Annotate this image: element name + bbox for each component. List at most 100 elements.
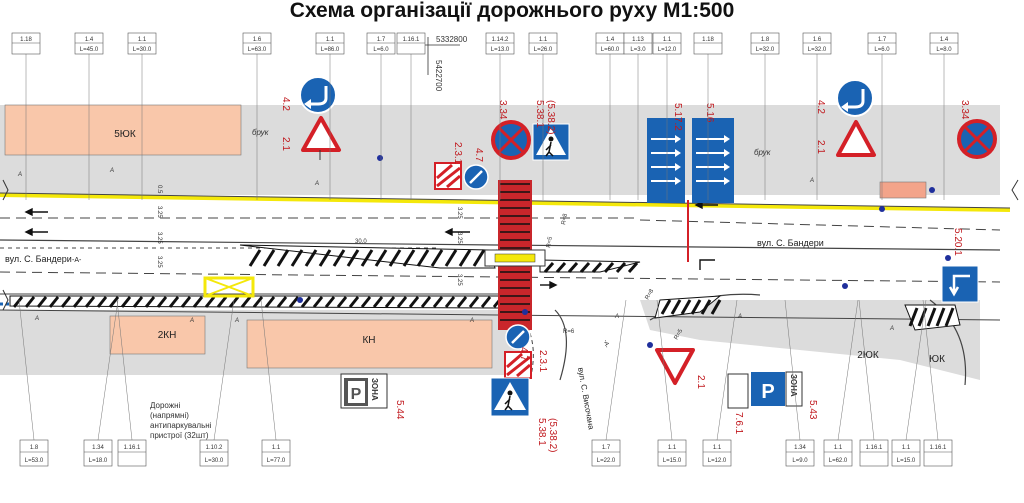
bottom-label-box: 1.1L=15.0 (657, 439, 687, 467)
top-label-code: 1.1 (138, 37, 147, 43)
radius-r5: R=5 (546, 236, 554, 249)
sign-5-17-2-lanes (647, 118, 685, 203)
bottom-label-box: 1.16.1 (923, 439, 953, 467)
top-label-code: 1.4 (606, 37, 615, 43)
bottom-label-length: L=15.0 (663, 458, 682, 464)
bottom-label-length: L=77.0 (267, 458, 286, 464)
bottom-label-code: 1.1 (668, 445, 677, 451)
bottom-label-length: L=62.0 (829, 458, 848, 464)
parking-p-right: P (761, 381, 774, 403)
top-label-code: 1.6 (253, 37, 262, 43)
top-label-code: 1.4 (940, 37, 949, 43)
bottom-label-code: 1.1 (834, 445, 843, 451)
top-label-length: L=32.0 (756, 47, 775, 53)
bottom-label-code: 1.34 (794, 445, 806, 451)
top-label-code: 1.7 (878, 37, 887, 43)
street-vysochana-suffix: -А- (602, 339, 609, 348)
bottom-label-box: 1.16.1 (117, 439, 147, 467)
svg-text:Дорожні: Дорожні (150, 401, 181, 410)
label-3-34-a: 3.34 (497, 100, 508, 120)
top-label-box: 1.13L=3.0 (623, 32, 653, 55)
bottom-label-code: 1.34 (92, 445, 104, 451)
label-5-16: 5.16 (704, 103, 715, 123)
bottom-label-box: 1.7L=22.0 (591, 439, 621, 467)
top-label-box: 1.6L=63.0 (242, 32, 272, 55)
label-5-38-2-a: (5.38.2) (545, 100, 556, 134)
bottom-label-code: 1.10.2 (206, 445, 223, 451)
dim-3-25-c: 3.25 (156, 256, 162, 268)
pedestrian-crossing (484, 180, 546, 330)
street-vysochana: вул. С. Височана (576, 367, 596, 431)
label-5-44: 5.44 (394, 400, 405, 420)
top-label-length: L=30.0 (133, 47, 152, 53)
bottom-label-box: 1.8L=53.0 (19, 439, 49, 467)
sign-zone-parking-right (727, 371, 803, 409)
sign-4-2-keep-left (299, 76, 337, 114)
top-label-code: 1.1 (326, 37, 335, 43)
leader-lines (18, 54, 945, 441)
street-bandery-left-suffix: -А- (72, 257, 82, 264)
sign-5-20-1 (941, 265, 979, 303)
lane-arrows (24, 200, 718, 290)
dim-3-25-e: 3.25 (456, 232, 462, 244)
bottom-label-box: 1.1L=77.0 (261, 439, 291, 467)
zone-a-letter: А (17, 172, 22, 178)
label-4-7-b: 4.7 (518, 347, 529, 361)
label-2-3-1-a: 2.3.1 (452, 142, 463, 165)
label-5-38-2-b: (5.38.2) (547, 418, 558, 452)
bottom-label-length: L=30.0 (205, 458, 224, 464)
building-2kn: 2КН (158, 330, 177, 341)
zone-a-letter: А (737, 314, 742, 320)
bottom-label-code: 1.1 (272, 445, 281, 451)
top-label-code: 1.13 (632, 37, 644, 43)
top-label-box: 1.16.1 (396, 32, 426, 55)
dim-30: 30.0 (355, 239, 367, 245)
bottom-label-box: 1.10.2L=30.0 (199, 439, 229, 467)
top-label-code: 1.16.1 (403, 37, 420, 43)
top-label-length: L=86.0 (321, 47, 340, 53)
bottom-label-box: 1.1L=12.0 (702, 439, 732, 467)
note-antiparking: Дорожні (напрямні) антипаркувальні прист… (150, 401, 212, 440)
sign-2-1-yield-right (836, 120, 876, 157)
sign-2-3-1-top (434, 162, 462, 190)
top-label-box: 1.1L=26.0 (528, 32, 558, 55)
top-label-length: L=63.0 (248, 47, 267, 53)
label-4-7-a: 4.7 (473, 148, 484, 162)
top-label-length: L=3.0 (630, 47, 646, 53)
yellow-box (203, 276, 255, 298)
bottom-label-code: 1.7 (602, 445, 611, 451)
top-label-box: 1.1L=30.0 (127, 32, 157, 55)
building-kn: КН (362, 335, 375, 346)
zona-left: ЗОНА (370, 378, 379, 401)
top-label-length: L=6.0 (874, 47, 890, 53)
coord-a: 5332800 (436, 35, 468, 44)
bottom-label-box: 1.34L=9.0 (785, 439, 815, 467)
radius-r8: R=8 (561, 213, 569, 226)
street-bandery-left: вул. С. Бандери (5, 254, 72, 264)
top-label-length: L=60.0 (601, 47, 620, 53)
zone-a-letter: А (189, 318, 194, 324)
zone-a-letter: А (469, 318, 474, 324)
surface-label-1: брук (252, 128, 270, 137)
top-label-box: 1.4L=45.0 (74, 32, 104, 55)
bottom-label-code: 1.1 (902, 445, 911, 451)
buildings (4, 104, 927, 369)
zone-a-letter: А (614, 314, 619, 320)
label-2-3-1-b: 2.3.1 (537, 350, 548, 373)
top-label-code: 1.1 (663, 37, 672, 43)
parking-p-left: P (351, 386, 362, 403)
top-label-length: L=45.0 (80, 47, 99, 53)
label-5-43: 5.43 (807, 400, 818, 420)
sign-4-7-bottom (505, 324, 531, 350)
svg-text:антипаркувальні: антипаркувальні (150, 421, 212, 430)
top-label-code: 1.8 (761, 37, 770, 43)
page-title: Схема організації дорожнього руху М1:500 (290, 0, 735, 22)
bottom-label-length: L=18.0 (89, 458, 108, 464)
top-label-box: 1.7L=6.0 (366, 32, 396, 55)
label-4-2-b: 4.2 (815, 100, 826, 114)
sign-4-2-keep-left-right (836, 79, 874, 117)
zone-a-letter: А (109, 168, 114, 174)
